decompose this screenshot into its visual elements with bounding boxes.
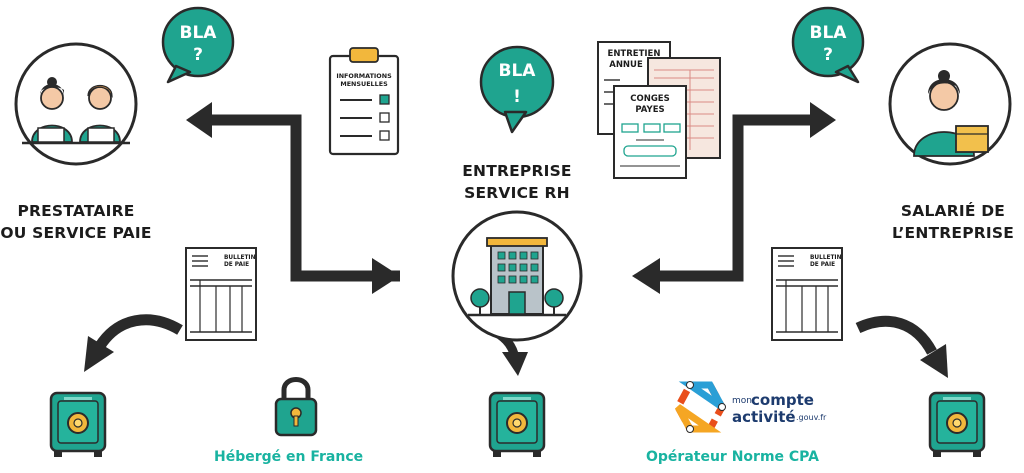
label-salarie: SALARIÉ DE L’ENTREPRISE xyxy=(891,202,1015,242)
employee-icon xyxy=(888,42,1012,166)
brand-compte: compte xyxy=(751,391,814,409)
arrow-center-to-left xyxy=(186,102,400,294)
company-building-icon xyxy=(451,210,583,342)
mon-compte-activite-logo xyxy=(674,381,726,433)
clipboard-title-2: MENSUELLES xyxy=(340,80,388,88)
speech-bubble-right: BLA ? xyxy=(791,6,865,84)
arrow-center-to-right xyxy=(632,102,836,294)
conges-title-1: CONGES xyxy=(630,94,669,104)
bubble-center-text: BLA xyxy=(499,61,537,81)
payroll-team-icon xyxy=(14,42,138,166)
label-prestataire: PRESTATAIRE OU SERVICE PAIE xyxy=(0,202,152,242)
payslip-left: BULLETIN DE PAIE xyxy=(185,247,257,341)
payslip-left-title-1: BULLETIN xyxy=(224,255,256,261)
brand-domain: .gouv.fr xyxy=(796,413,827,422)
hosted-in-france-label: Hébergé en France xyxy=(214,449,364,465)
entretien-title-1: ENTRETIEN xyxy=(608,49,661,59)
clipboard-title-1: INFORMATIONS xyxy=(336,72,392,80)
padlock-icon xyxy=(274,377,318,437)
label-entreprise: ENTREPRISE SERVICE RH xyxy=(462,162,572,202)
monthly-info-clipboard: INFORMATIONS MENSUELLES xyxy=(328,47,400,156)
curved-arrow-right xyxy=(855,315,948,378)
conges-title-2: PAYES xyxy=(635,105,664,115)
brand-mon: mon xyxy=(732,396,752,406)
cpa-operator-label: Opérateur Norme CPA xyxy=(646,449,819,465)
payslip-left-title-2: DE PAIE xyxy=(224,262,249,268)
safe-icon-right xyxy=(928,391,986,459)
payslip-right: BULLETIN DE PAIE xyxy=(771,247,843,341)
bubble-left-mark: ? xyxy=(193,45,203,65)
payslip-right-title-1: BULLETIN xyxy=(810,255,842,261)
brand-activite: activité xyxy=(732,408,796,426)
bubble-right-mark: ? xyxy=(823,45,833,65)
hr-documents-stack: ENTRETIEN ANNUE CONGES PAYES xyxy=(597,41,721,179)
bubble-left-text: BLA xyxy=(180,23,218,43)
bubble-center-mark: ! xyxy=(513,87,521,107)
safe-icon-left xyxy=(49,391,107,459)
bubble-right-text: BLA xyxy=(810,23,848,43)
speech-bubble-center: BLA ! xyxy=(479,45,555,134)
payslip-right-title-2: DE PAIE xyxy=(810,262,835,268)
curved-arrow-left xyxy=(84,314,183,372)
entretien-title-2: ANNUE xyxy=(609,60,643,70)
safe-icon-center xyxy=(488,391,546,459)
speech-bubble-left: BLA ? xyxy=(161,6,235,84)
